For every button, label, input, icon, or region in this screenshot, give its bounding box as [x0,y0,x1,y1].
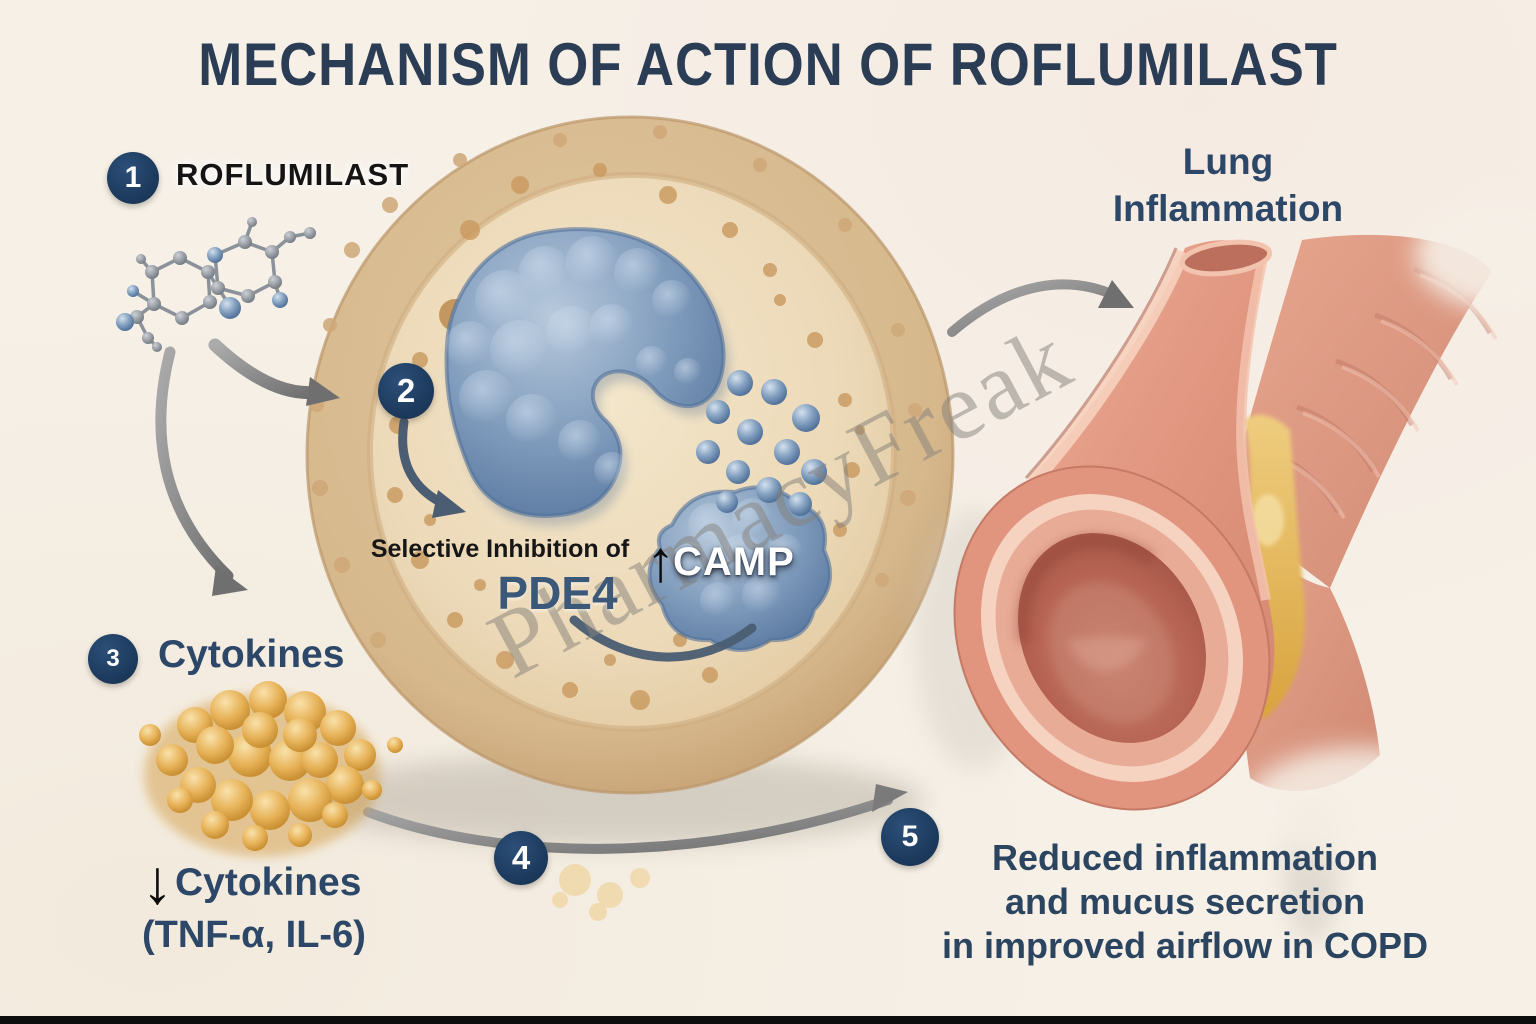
lung-label-line2: Inflammation [1112,188,1344,229]
bronchus-illustration [915,200,1536,942]
cytokines-label: Cytokines [158,633,345,676]
outcome-line2: and mucus secretion [1004,881,1366,922]
arrow-molecule-to-cell [208,338,340,406]
bronchus-cross-section [953,465,1271,811]
outcome-line1: Reduced inflammation [991,837,1379,878]
membrane-texture-dots [310,125,922,648]
selective-inhibition-label: Selective Inhibition of [370,535,630,563]
roflumilast-label: ROFLUMILAST [176,157,410,192]
lung-label-line1: Lung [1182,141,1274,182]
step-1-badge: 1 [107,152,159,204]
outcome-line3: in improved airflow in COPD [941,925,1429,966]
cytokines-decrease-annotation: ↓ Cytokines [142,852,361,914]
step-2-badge: 2 [378,363,434,419]
arrow-step2-to-enzyme [398,417,466,518]
cytokines-decreased-label: Cytokines [175,861,362,904]
camp-blob [647,485,832,652]
camp-up-arrow-icon: ↑ [646,529,675,595]
camp-annotation: ↑ CAMP [646,524,795,600]
arrow-cell-to-lung [947,279,1134,337]
bottom-border-bar [0,1016,1536,1024]
arrow-molecule-to-cytokines [155,346,248,596]
roflumilast-molecule-icon [116,217,316,352]
camp-label: CAMP [673,539,795,584]
cytokine-cluster [139,681,650,921]
pde4-enzyme-blob [444,227,730,526]
cytokine-types-label: (TNF-α, IL-6) [142,914,366,956]
step-3-badge: 3 [88,634,138,684]
cell-shadow [305,754,925,846]
released-cytokine-spots [552,864,650,921]
step-4-badge: 4 [494,831,548,885]
step-5-badge: 5 [881,808,939,866]
cell-illustration [305,115,955,795]
lung-inflammation-label: Lung Inflammation [1068,138,1388,232]
pde4-label: PDE4 [497,567,618,619]
arrow-cytokines-to-step5 [363,784,908,854]
cytokines-down-arrow-icon: ↓ [142,848,173,918]
arrow-pde4-to-camp [569,615,757,662]
camp-molecule-spheres [696,370,827,516]
page-title: MECHANISM OF ACTION OF ROFLUMILAST [198,31,1338,98]
outcome-label: Reduced inflammation and mucus secretion… [900,836,1470,968]
